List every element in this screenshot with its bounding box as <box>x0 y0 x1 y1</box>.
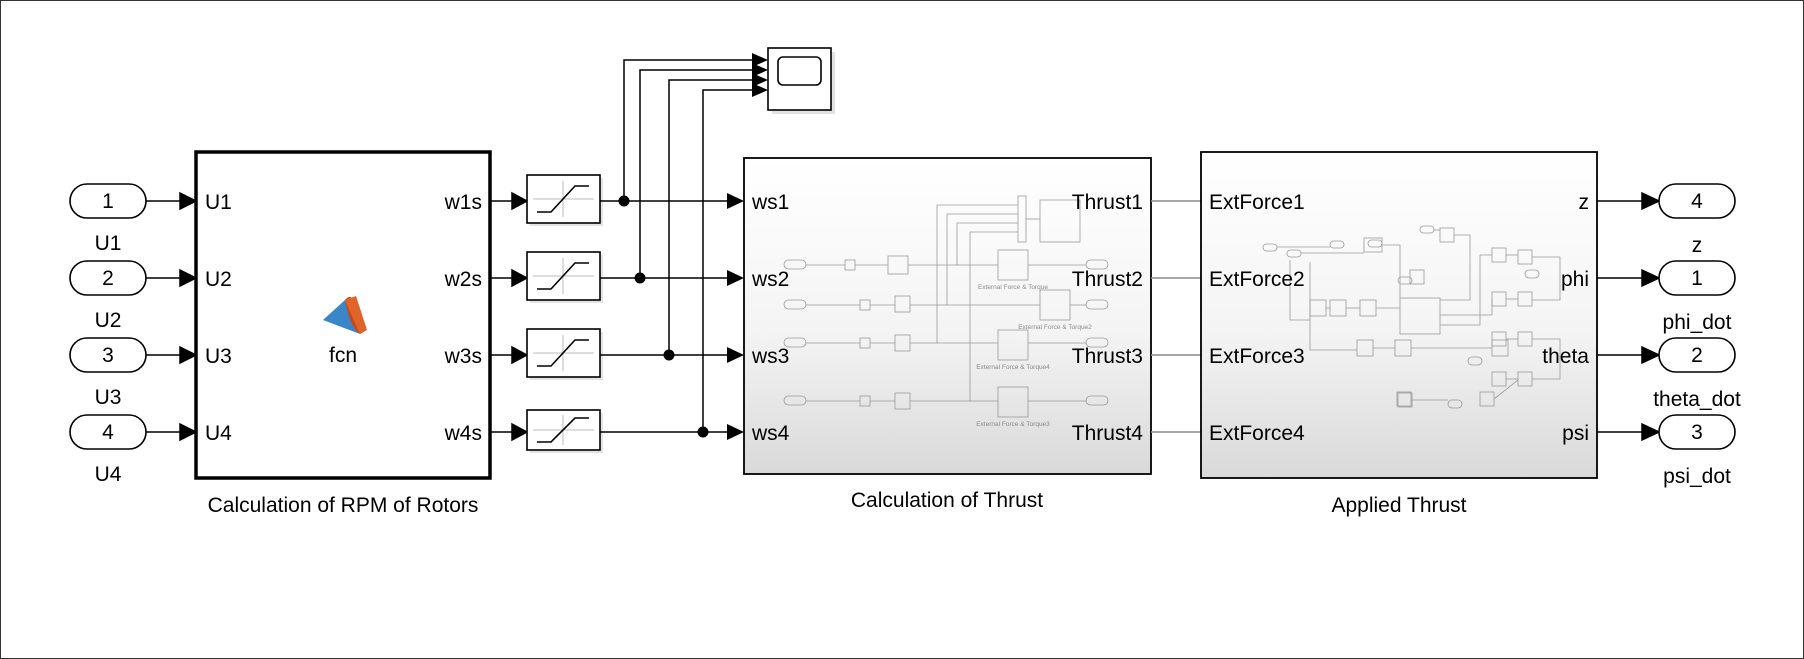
port-label-thrust4: Thrust4 <box>1072 422 1144 445</box>
port-label-theta: theta <box>1542 345 1589 368</box>
svg-text:External Force & Torque2: External Force & Torque2 <box>1018 324 1092 331</box>
inport-1[interactable]: 1 U1 <box>69 183 147 255</box>
port-label-extforce4: ExtForce4 <box>1209 422 1305 445</box>
inport-number: 4 <box>102 421 114 444</box>
inport-label: U3 <box>95 386 122 409</box>
saturation-icon <box>537 417 589 443</box>
saturation-block-1[interactable] <box>526 174 603 226</box>
outport-2[interactable]: 2 theta_dot <box>1653 337 1741 411</box>
port-label-ws1: ws1 <box>751 191 789 214</box>
port-label-extforce2: ExtForce2 <box>1209 268 1305 291</box>
port-label-phi: phi <box>1561 268 1589 291</box>
outport-4[interactable]: 4 z <box>1658 183 1736 257</box>
outport-number: 1 <box>1691 267 1703 290</box>
port-label-thrust2: Thrust2 <box>1072 268 1143 291</box>
outport-1[interactable]: 1 phi_dot <box>1658 260 1736 334</box>
outport-label: theta_dot <box>1653 388 1741 411</box>
outport-label: phi_dot <box>1663 311 1732 334</box>
branch-points <box>618 195 709 438</box>
function-name: fcn <box>329 344 357 367</box>
port-label-u1: U1 <box>205 191 232 214</box>
port-label-w2s: w2s <box>444 268 482 291</box>
port-label-extforce3: ExtForce3 <box>1209 345 1305 368</box>
inport-4[interactable]: 4 U4 <box>69 414 147 486</box>
arrowheads-to-scope <box>752 53 768 97</box>
thrust-inner-captions: External Force & Torque External Force &… <box>976 284 1092 428</box>
svg-text:External Force & Torque: External Force & Torque <box>978 284 1048 291</box>
port-label-psi: psi <box>1562 422 1589 445</box>
inport-number: 1 <box>102 190 114 213</box>
outport-label: psi_dot <box>1663 465 1731 488</box>
port-label-u3: U3 <box>205 345 232 368</box>
thrust-block-caption: Calculation of Thrust <box>851 489 1043 512</box>
rpm-block-caption: Calculation of RPM of Rotors <box>208 494 479 517</box>
port-label-extforce1: ExtForce1 <box>1209 191 1305 214</box>
matlab-logo-icon <box>323 296 367 334</box>
outport-number: 3 <box>1691 421 1703 444</box>
port-label-thrust3: Thrust3 <box>1072 345 1143 368</box>
inport-number: 3 <box>102 344 114 367</box>
saturation-block-3[interactable] <box>526 328 603 380</box>
port-label-w1s: w1s <box>444 191 482 214</box>
svg-text:External Force & Torque4: External Force & Torque4 <box>976 364 1050 371</box>
port-label-w4s: w4s <box>444 422 482 445</box>
port-label-z: z <box>1579 191 1590 214</box>
saturation-icon <box>537 185 589 213</box>
thrust-inner-diagram <box>783 195 1109 418</box>
saturation-block-2[interactable] <box>526 251 603 303</box>
saturation-icon <box>537 262 589 290</box>
inport-2[interactable]: 2 U2 <box>69 260 147 332</box>
port-label-u4: U4 <box>205 422 232 445</box>
port-label-ws4: ws4 <box>751 422 790 445</box>
outport-number: 4 <box>1691 190 1703 213</box>
thrust-connection-lines <box>1151 200 1201 433</box>
inport-label: U1 <box>95 232 122 255</box>
inport-label: U2 <box>95 309 122 332</box>
port-label-w3s: w3s <box>444 345 482 368</box>
arrowheads-to-thrust <box>727 193 744 440</box>
applied-block-caption: Applied Thrust <box>1331 494 1466 517</box>
port-label-ws3: ws3 <box>751 345 789 368</box>
outport-3[interactable]: 3 psi_dot <box>1658 414 1736 488</box>
port-label-u2: U2 <box>205 268 232 291</box>
outport-signal-lines <box>1597 191 1661 442</box>
saturation-icon <box>537 339 589 367</box>
outport-number: 2 <box>1691 344 1703 367</box>
applied-thrust-subsystem[interactable]: ExtForce1 ExtForce2 ExtForce3 ExtForce4 … <box>1200 151 1598 479</box>
outport-label: z <box>1692 234 1703 257</box>
inport-signal-lines <box>146 191 198 442</box>
scope-screen-icon <box>777 56 822 86</box>
port-label-thrust1: Thrust1 <box>1072 191 1143 214</box>
svg-text:External Force & Torque3: External Force & Torque3 <box>976 421 1050 428</box>
port-label-ws2: ws2 <box>751 268 789 291</box>
applied-inner-diagram <box>1262 225 1561 409</box>
inport-label: U4 <box>95 463 122 486</box>
rpm-calculation-block[interactable]: U1 U2 U3 U4 w1s w2s w3s w4s fcn <box>194 150 492 480</box>
scope-block[interactable] <box>767 47 835 114</box>
saturation-block-4[interactable] <box>526 409 603 453</box>
inport-number: 2 <box>102 267 114 290</box>
thrust-calculation-subsystem[interactable]: External Force & Torque External Force &… <box>743 157 1152 475</box>
rpm-output-lines <box>490 191 529 442</box>
